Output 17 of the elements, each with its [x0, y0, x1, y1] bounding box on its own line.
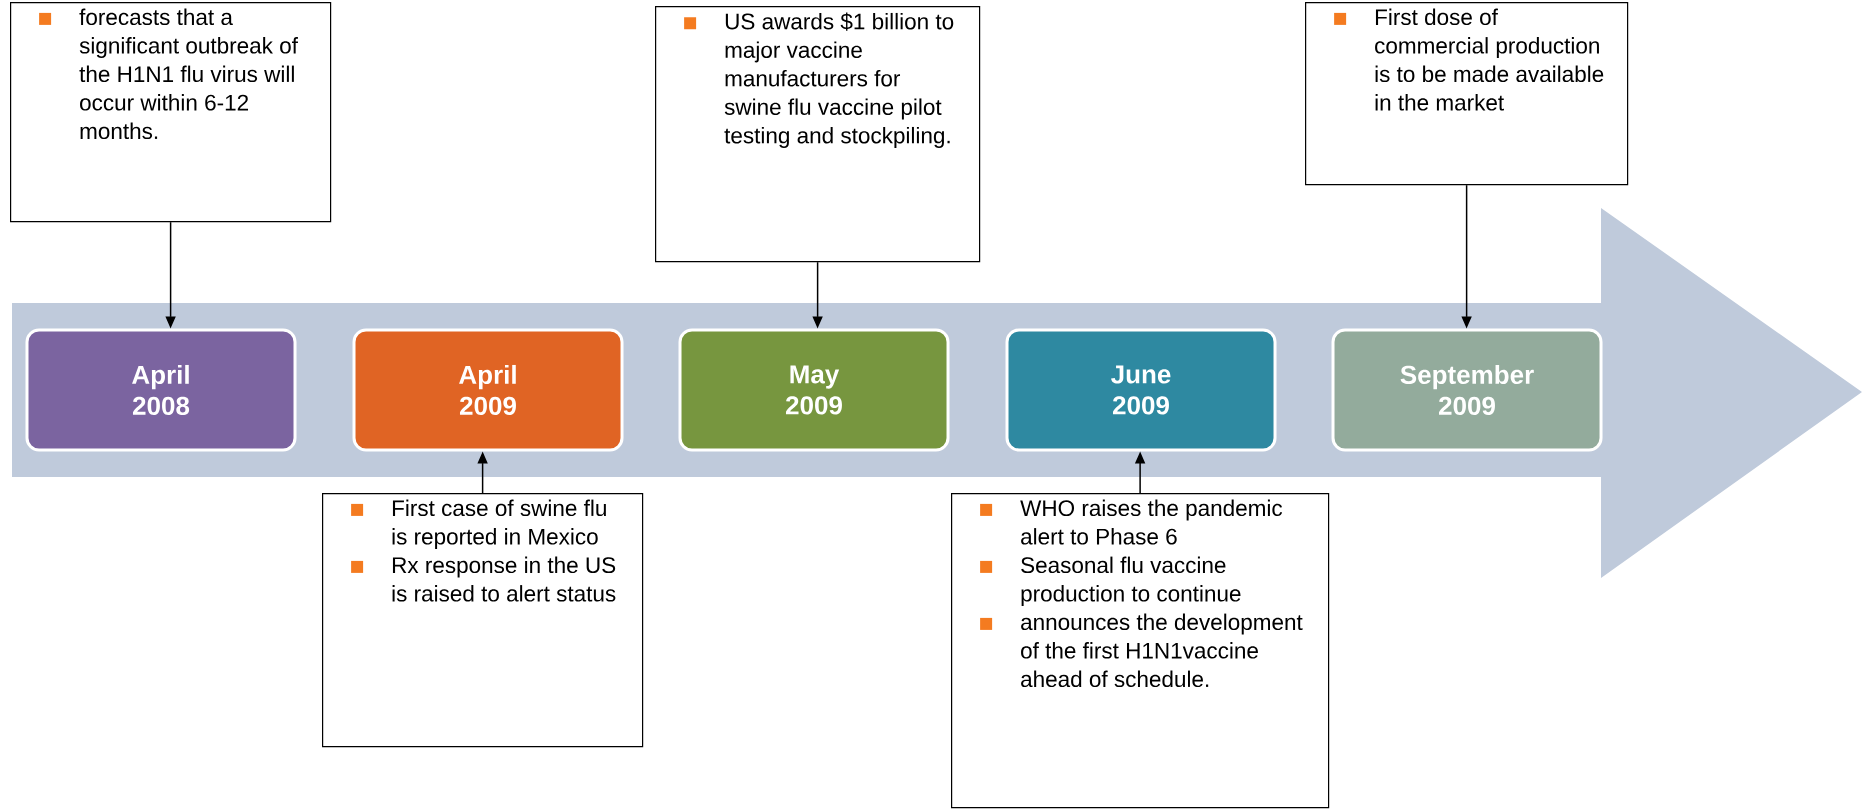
bullet-text: US awards $1 billion to major vaccine manufacturers for swine flu vaccine pilot testing and stockpiling.	[724, 12, 954, 148]
bullet-text: WHO raises the pandemic alert to Phase 6	[1020, 499, 1283, 545]
bullet-text: First dose of commercial production is to be made available in the market	[1375, 8, 1604, 111]
date-box: April 2009	[352, 328, 624, 452]
callout-box	[1305, 2, 1629, 186]
date-box: September 2009	[1331, 328, 1603, 452]
callout-box	[951, 493, 1330, 809]
date-box: June 2009	[1005, 328, 1277, 452]
bullet-text: Rx response in the US is raised to alert status	[392, 556, 616, 602]
bullet-text: announces the development of the first H1N1vaccine ahead of schedule.	[1021, 613, 1303, 688]
date-box: April 2008	[25, 328, 297, 452]
callout-box	[655, 6, 981, 263]
bullet-text: First case of swine flu is reported in Mexico	[392, 499, 606, 550]
callout-box	[10, 2, 332, 223]
callout-box	[322, 493, 644, 748]
date-box: May 2009	[678, 328, 950, 452]
bullet-text: forecasts that a significant outbreak of the H1N1 flu virus will occur within 6-12 months.	[79, 8, 298, 140]
